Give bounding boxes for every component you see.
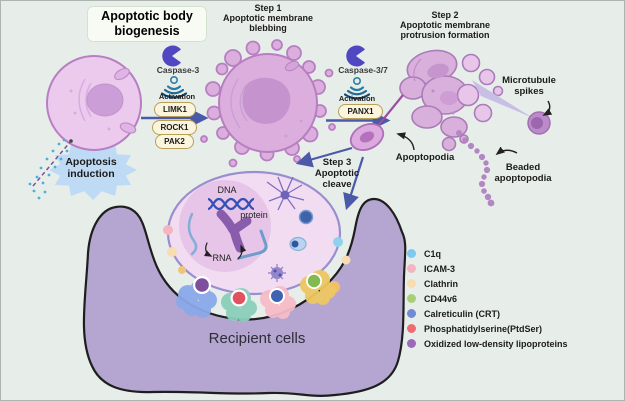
step2-label: Step 2 Apoptotic membrane protrusion for… [399,10,490,40]
activation-label-2: Activation [338,94,376,103]
legend-dot-oxldl [407,339,416,348]
arrow-step3-to-body [295,146,353,168]
legend-dot-cd44v6 [407,294,416,303]
step1-label: Step 1 Apoptotic membrane blebbing [222,3,313,33]
activation-label-1: Activation [158,92,196,101]
beaded-apoptopodia-pointer-arrow [495,146,518,156]
arrow-step3-to-recipient [343,156,365,211]
rock1-pill: ROCK1 [152,120,197,135]
activation-signal-icon [160,76,188,99]
legend-item: Calreticulin (CRT) [407,308,568,319]
recipient-cells-label: Recipient cells [208,330,306,347]
legend-item: CD44v6 [407,293,568,304]
legend-item: Oxidized low-density lipoproteins [407,338,568,349]
legend: C1q ICAM-3 Clathrin CD44v6 Calreticulin … [407,248,568,353]
dna-label: DNA [217,185,237,195]
apoptosis-induction-burst [49,140,137,200]
rna-strands [187,212,268,260]
legend-dot-icam3 [407,264,416,273]
vesicle-blue [298,209,314,225]
microtubule-spikes-label: Microtubule spikes [502,75,556,97]
legend-item: Phosphatidylserine(PtdSer) [407,323,568,334]
apoptotic-body [166,170,342,296]
pak2-pill: PAK2 [155,134,194,149]
apoptosis-induction-label: Apoptosis induction [65,156,117,180]
rna-label: RNA [212,253,232,263]
receptor-blob-yellow [300,270,336,305]
panx1-pill: PANX1 [338,104,383,119]
step1-blebbing-cell [200,39,336,168]
dna-helix [207,197,255,211]
microtubule-spike [472,80,553,135]
receptor-blob-teal [221,288,257,322]
step3-label: Step 3 Apoptotic cleave [314,157,360,190]
legend-item: C1q [407,248,568,259]
step2-protrusion-cell [399,49,504,152]
legend-item: Clathrin [407,278,568,289]
legend-item: ICAM-3 [407,263,568,274]
caspase-3-7-label: Caspase-3/7 [338,65,388,75]
caspase-3-icon [162,45,181,67]
limk1-pill: LIMK1 [154,102,196,117]
induction-signal-arrow [28,138,73,200]
legend-dot-c1q [407,249,416,258]
healthy-cell [46,55,142,151]
receptor-blob-blue [176,276,217,318]
receptor-blob-pink [260,286,296,319]
protein-shape [216,209,252,253]
diagram-title: Apoptotic body biogenesis [87,6,207,42]
vesicle-twotone [289,236,307,252]
beaded-apoptopodia-label: Beaded apoptopodia [494,162,552,184]
caspase-3-7-icon [346,45,365,67]
legend-dot-clathrin [407,279,416,288]
caspase-3-label: Caspase-3 [156,65,200,75]
activation-signal-icon-2 [343,77,371,100]
spiky-vesicle [268,264,286,282]
apoptopodia-vesicle [349,94,415,151]
protein-label: protein [240,210,268,220]
apoptopodia-label: Apoptopodia [395,152,455,163]
legend-dot-crt [407,309,416,318]
beaded-apoptopodia-chain [456,130,495,207]
dendritic-organelle [266,176,305,211]
legend-dot-ptdser [407,324,416,333]
